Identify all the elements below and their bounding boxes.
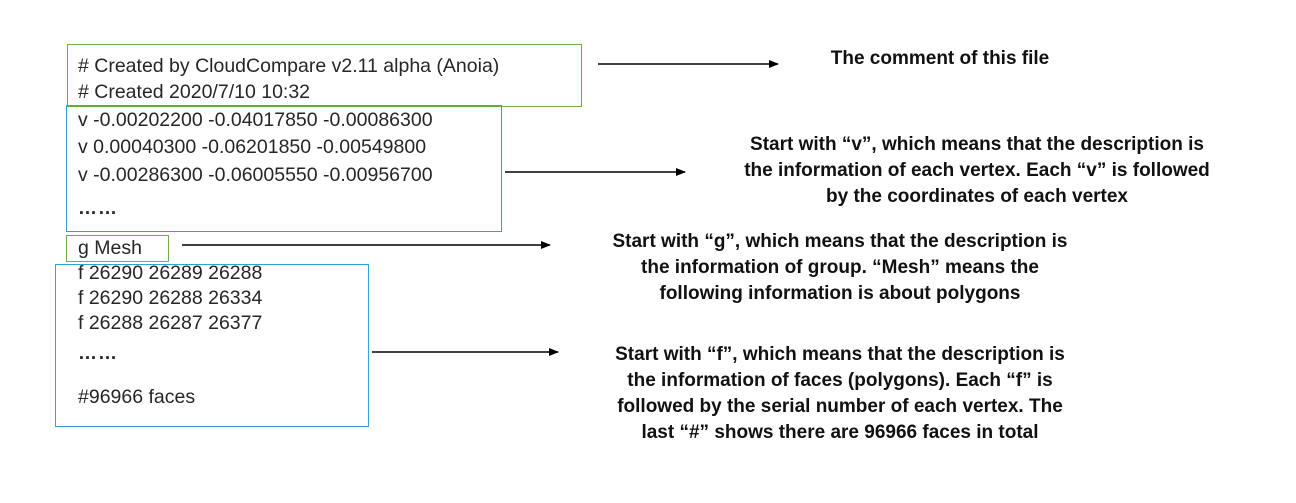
note-face-line-2: the information of faces (polygons). Eac…: [627, 370, 1053, 391]
face-ellipsis: ……: [78, 343, 118, 364]
face-line-3: f 26288 26287 26377: [78, 312, 263, 334]
note-face-line-4: last “#” shows there are 96966 faces in …: [641, 422, 1039, 443]
note-comment-line-1: The comment of this file: [830, 48, 1050, 69]
note-vertex-line-2: the information of each vertex. Each “v”…: [744, 160, 1210, 181]
vertex-line-3: v -0.00286300 -0.06005550 -0.00956700: [78, 164, 433, 186]
group-line: g Mesh: [78, 237, 142, 259]
note-group-line-2: the information of group. “Mesh” means t…: [641, 257, 1039, 278]
note-face-line-3: followed by the serial number of each ve…: [617, 396, 1063, 417]
vertex-line-1: v -0.00202200 -0.04017850 -0.00086300: [78, 109, 433, 131]
group-box: [66, 235, 169, 262]
vertex-ellipsis: ……: [78, 198, 118, 219]
vertex-line-2: v 0.00040300 -0.06201850 -0.00549800: [78, 136, 427, 158]
face-box: [55, 264, 369, 427]
note-face-line-1: Start with “f”, which means that the des…: [615, 344, 1065, 365]
note-vertex-line-1: Start with “v”, which means that the des…: [750, 134, 1204, 155]
comment-box: [67, 44, 582, 107]
face-count-line: #96966 faces: [78, 386, 196, 408]
note-comment: The comment of this file: [790, 46, 1090, 72]
note-face: Start with “f”, which means that the des…: [560, 342, 1120, 446]
header-line-2: # Created 2020/7/10 10:32: [78, 81, 311, 103]
face-line-2: f 26290 26288 26334: [78, 287, 263, 309]
header-line-1: # Created by CloudCompare v2.11 alpha (A…: [78, 55, 500, 77]
note-vertex: Start with “v”, which means that the des…: [690, 132, 1264, 210]
note-group: Start with “g”, which means that the des…: [560, 229, 1120, 307]
vertex-box: [66, 105, 502, 232]
face-line-1: f 26290 26289 26288: [78, 262, 263, 284]
note-group-line-3: following information is about polygons: [659, 283, 1021, 304]
note-vertex-line-3: by the coordinates of each vertex: [826, 186, 1128, 207]
note-group-line-1: Start with “g”, which means that the des…: [612, 231, 1068, 252]
